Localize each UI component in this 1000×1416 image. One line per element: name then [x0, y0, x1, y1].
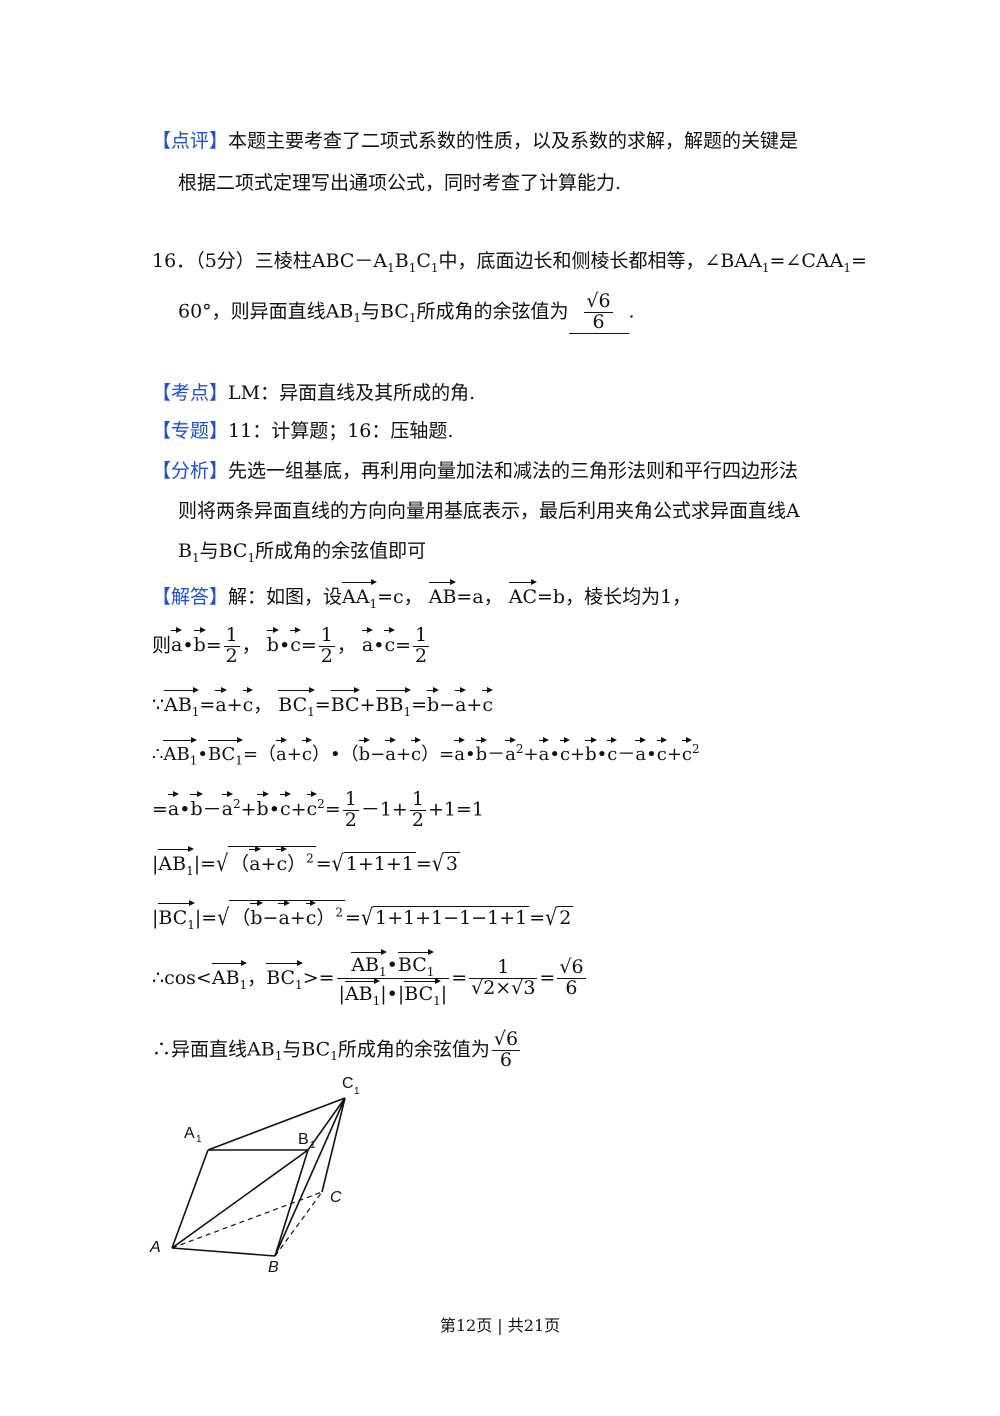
kaodian-tag: 【考点】	[152, 382, 229, 404]
fenxi-tag: 【分析】	[152, 460, 229, 482]
problem-line-1: 16．（5分）三棱柱ABC－A1B1C1中，底面边长和侧棱长都相等，∠BAA1=…	[152, 250, 867, 275]
vector-ab: AB	[428, 579, 456, 609]
fenxi-line-3: B1与BC1所成角的余弦值即可	[178, 540, 427, 565]
fenxi-line-1: 【分析】先选一组基底，再利用向量加法和减法的三角形法则和平行四边形法	[152, 460, 799, 482]
label-C: C	[330, 1189, 342, 1206]
jieda-line: 【解答】解：如图，设AA1=c， AB=a， AC=b，棱长均为1，	[152, 578, 691, 611]
math-line-6: |BC1|=√（b−a+c）2=√1+1+1−1−1+1=√2	[152, 899, 574, 932]
comment-line-1: 【点评】本题主要考查了二项式系数的性质，以及系数的求解，解题的关键是	[152, 130, 799, 152]
label-A: A	[149, 1239, 161, 1256]
comment-line-2: 根据二项式定理写出通项公式，同时考查了计算能力.	[178, 172, 622, 194]
vector-aa1: AA1	[342, 578, 378, 611]
zhuanti-tag: 【专题】	[152, 420, 229, 442]
svg-text:1: 1	[196, 1134, 202, 1145]
svg-text:1: 1	[354, 1086, 360, 1097]
page-footer: 第12页 | 共21页	[439, 1316, 561, 1335]
svg-text:1: 1	[310, 1140, 316, 1151]
math-line-5: |AB1|=√（a+c）2=√1+1+1=√3	[152, 845, 461, 878]
fenxi-line-2: 则将两条异面直线的方向向量用基底表示，最后利用夹角公式求异面直线A	[178, 500, 800, 522]
label-A1: A	[184, 1125, 195, 1142]
kaodian-line: 【考点】LM：异面直线及其所成的角.	[152, 382, 476, 404]
math-line-3: ∴AB1•BC1=（a+c）•（b−a+c）=a•b－a2+a•c+b•c－a•…	[152, 737, 700, 768]
zhuanti-line: 【专题】11：计算题；16：压轴题.	[152, 420, 454, 442]
comment-tag: 【点评】	[152, 130, 229, 152]
jieda-tag: 【解答】	[152, 586, 229, 608]
vector-ac: AC	[508, 579, 538, 609]
label-B1: B	[298, 1131, 309, 1148]
label-C1: C	[342, 1075, 354, 1092]
math-line-2: ∵AB1=a+c， BC1=BC+BB1=b−a+c	[152, 686, 493, 719]
math-line-7: ∴cos<AB1，BC1>=AB1•BC1|AB1|•|BC1|=1√2×√3=…	[152, 948, 588, 1008]
label-B: B	[268, 1259, 279, 1276]
